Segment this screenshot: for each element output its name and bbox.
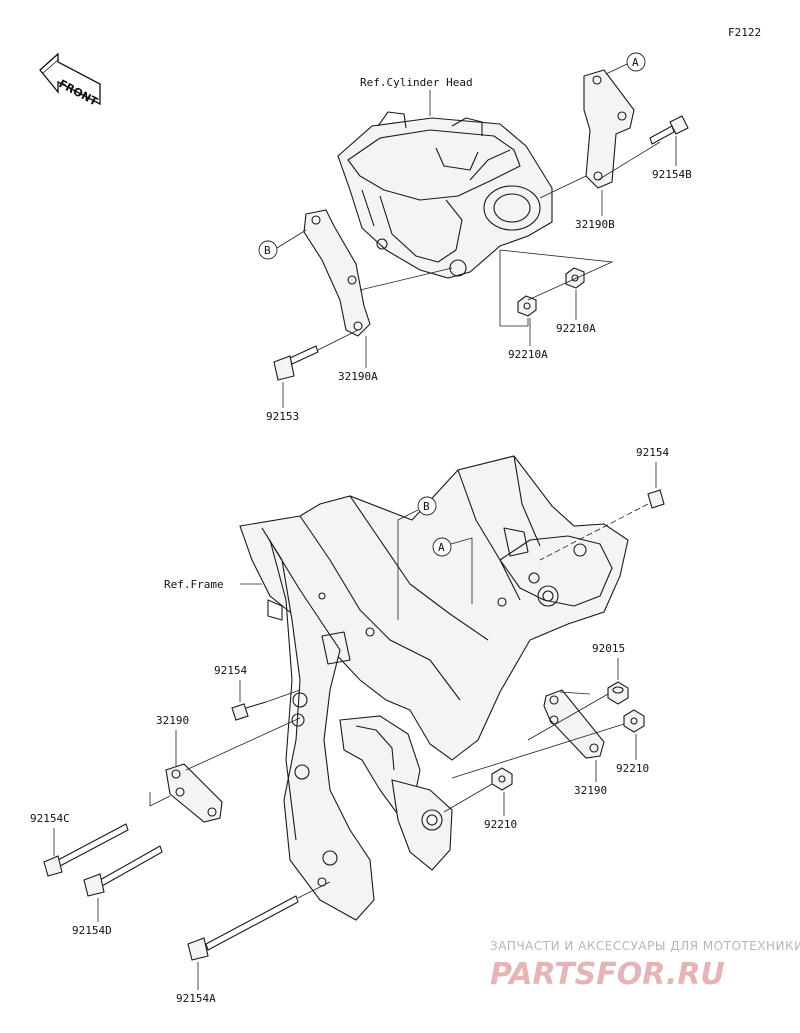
tag-b-frame xyxy=(417,496,437,516)
tag-b-frame-label: B xyxy=(423,500,430,513)
nut-92210-right-axis xyxy=(451,723,625,779)
bolt-92154-top-axis xyxy=(539,503,649,561)
bolt-92154-mid xyxy=(231,701,267,721)
part-32190b-label: 32190B xyxy=(575,218,615,231)
bolt-92154a-axis xyxy=(297,881,331,899)
nut-92210-bottom-axis xyxy=(443,783,493,813)
part-92154d-label: 92154D xyxy=(72,924,112,937)
tag-a-frame-label: A xyxy=(438,541,445,554)
bolt-92154b-axis xyxy=(597,141,661,181)
tag-b-top-label: B xyxy=(264,244,271,257)
tag-a-frame xyxy=(432,537,452,557)
bracket-32190-left-axis xyxy=(185,717,301,771)
watermark-tagline: ЗАПЧАСТИ И АКСЕССУАРЫ ДЛЯ МОТОТЕХНИКИ xyxy=(490,939,800,953)
part-92153-label: 92153 xyxy=(266,410,299,423)
figure-code: F2122 xyxy=(728,26,761,39)
part-92154c-label: 92154C xyxy=(30,812,70,825)
nuts-92210a-axis xyxy=(499,249,614,301)
part-92154-mid-label: 92154 xyxy=(214,664,247,677)
part-92154-top-label: 92154 xyxy=(636,446,669,459)
nut-92210a-left-leader-a xyxy=(499,250,529,327)
bolt-92154b xyxy=(649,115,689,145)
bracket-32190-right xyxy=(543,689,605,759)
nut-92210-bottom xyxy=(491,767,513,791)
part-92154b-label: 92154B xyxy=(652,168,692,181)
bracket-32190-right-axis xyxy=(559,691,591,695)
bracket-32190-left-bracket-leader xyxy=(149,792,171,807)
bolt-92154c xyxy=(43,823,129,877)
nut-92210a-left xyxy=(517,295,537,317)
nut-92210a-right xyxy=(565,267,585,289)
bolt-92154-mid-axis xyxy=(265,689,301,703)
part-92210a-right-label: 92210A xyxy=(556,322,596,335)
part-32190-right-label: 32190 xyxy=(574,784,607,797)
ref-cylinder-head-label: Ref.Cylinder Head xyxy=(360,76,473,89)
part-92210a-left-label: 92210A xyxy=(508,348,548,361)
tag-a-frame-leader xyxy=(450,537,473,604)
tag-a-top-label: A xyxy=(632,56,639,69)
bracket-a-axis xyxy=(359,267,453,291)
motorcycle-frame xyxy=(239,455,629,921)
bracket-32190b xyxy=(583,69,635,189)
tag-a-top-leader xyxy=(605,63,628,75)
collar-92015 xyxy=(607,681,629,705)
part-92015-label: 92015 xyxy=(592,642,625,655)
part-92210-bottom-label: 92210 xyxy=(484,818,517,831)
part-32190a-label: 32190A xyxy=(338,370,378,383)
collar-92015-axis xyxy=(527,693,609,741)
bolt-92154d xyxy=(83,845,163,897)
part-92210-right-label: 92210 xyxy=(616,762,649,775)
front-arrow-icon: FRONT xyxy=(39,52,101,109)
tag-a-top xyxy=(626,52,646,72)
watermark-logo-text: PARTSFOR.RU xyxy=(490,957,725,992)
ref-frame-label: Ref.Frame xyxy=(164,578,224,591)
nut-92210-right xyxy=(623,709,645,733)
part-32190-left-label: 32190 xyxy=(156,714,189,727)
bolt-92154a xyxy=(187,895,299,961)
bracket-32190a xyxy=(303,209,371,337)
bolt-92154-top xyxy=(647,489,665,509)
tag-b-top-leader xyxy=(276,229,307,249)
tag-b-top xyxy=(258,240,278,260)
bracket-32190-left xyxy=(165,763,223,823)
bracket-b-axis xyxy=(539,175,587,199)
part-92154a-label: 92154A xyxy=(176,992,216,1005)
cylinder-head xyxy=(337,111,553,279)
bolt-92153 xyxy=(273,345,319,381)
tag-b-frame-leader xyxy=(397,509,419,620)
bolt-92153-axis xyxy=(317,329,359,351)
